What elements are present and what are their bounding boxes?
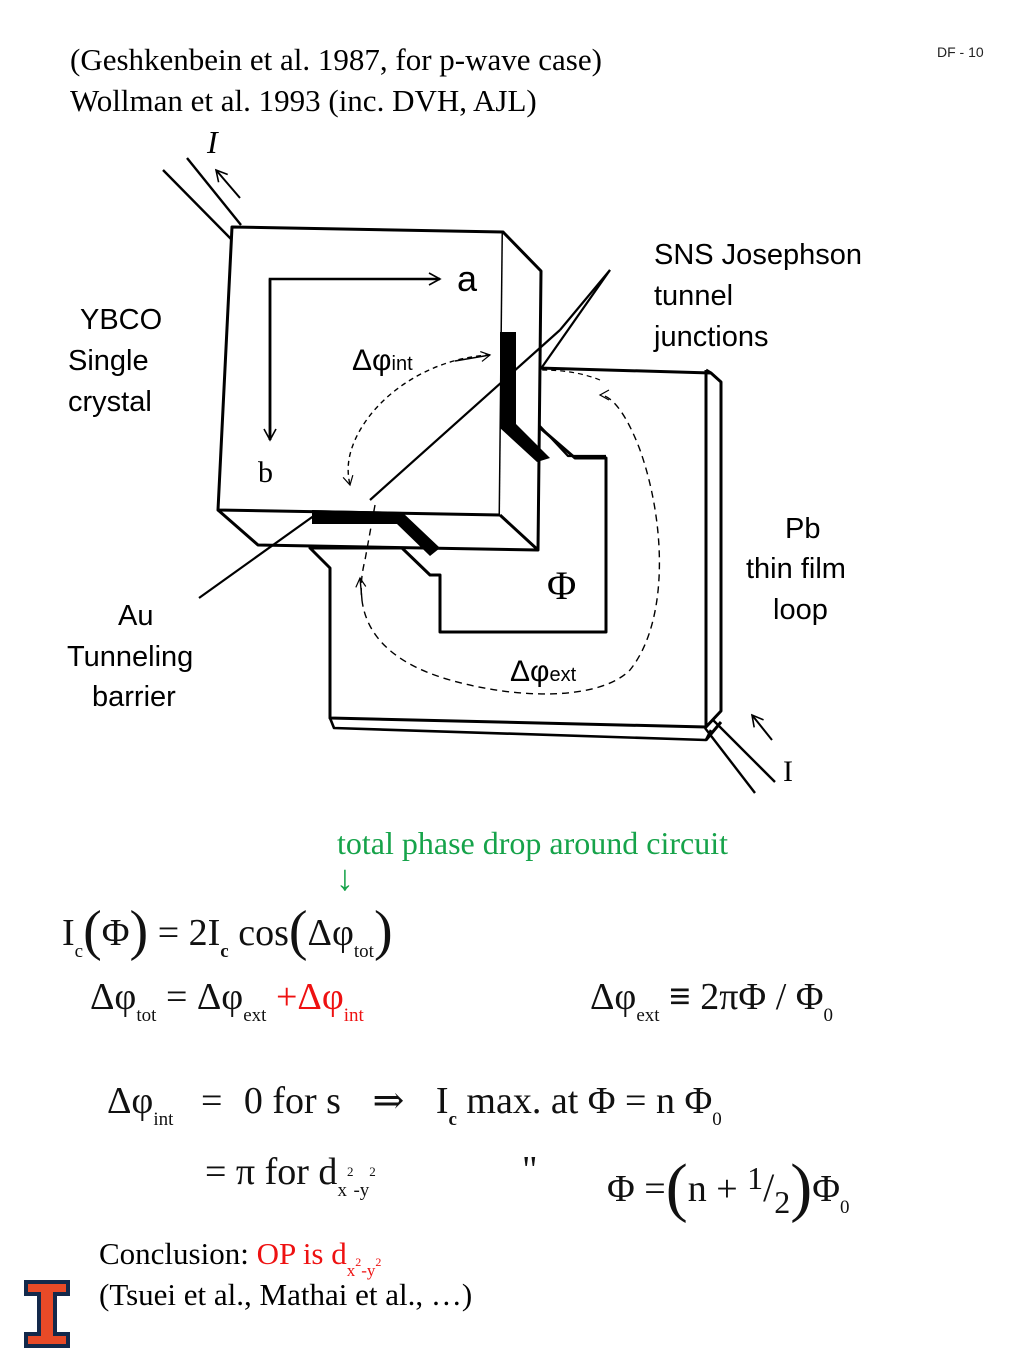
annotation-arrow: ↓: [336, 858, 354, 898]
lead-wire-bottom: [704, 719, 776, 794]
equation-half-flux: Φ =(n + 1/2)Φ0: [607, 1151, 850, 1224]
dphi-int-label: Δφint: [352, 344, 413, 377]
annotation-text: total phase drop around circuit: [337, 825, 728, 861]
sns-label-line-1: SNS Josephson: [654, 239, 862, 271]
dphi-ext-label: Δφext: [510, 655, 577, 688]
au-label-line-2: Tunneling: [67, 641, 194, 673]
junction-diagram: [162, 157, 776, 794]
sns-junction-bars: [312, 332, 550, 556]
dphi-ext-loop: [360, 389, 661, 695]
ybco-label-line-2: Single: [68, 345, 149, 377]
au-label-line-1: Au: [118, 600, 154, 632]
pb-label-line-3: loop: [773, 594, 828, 626]
pb-label-line-2: thin film: [746, 553, 846, 585]
equation-critical-current: Ic(Φ) = 2Ic cos(Δφtot): [62, 900, 393, 962]
current-label-bottom: I: [783, 755, 793, 788]
leader-lines: [198, 269, 611, 599]
equation-total-phase: Δφtot = Δφext +Δφint: [90, 976, 364, 1026]
axis-a-label: a: [457, 258, 478, 299]
equation-external-phase: Δφext ≡ 2πΦ / Φ0: [590, 976, 834, 1026]
axis-b-label: b: [258, 456, 273, 489]
lead-wire-top: [162, 157, 242, 241]
au-label-line-3: barrier: [92, 681, 176, 713]
sns-label-line-3: junctions: [654, 321, 769, 353]
reference-line-2: Wollman et al. 1993 (inc. DVH, AJL): [70, 83, 537, 118]
illinois-logo-icon: [24, 1280, 70, 1348]
slide-number: DF - 10: [937, 44, 984, 60]
dphi-int-arc: [342, 354, 491, 487]
ybco-crystal: [216, 225, 543, 552]
current-arrow-top: [214, 168, 241, 199]
conclusion-line: Conclusion: OP is dx2-y2: [99, 1236, 382, 1280]
ybco-label-line-3: crystal: [68, 386, 152, 418]
reference-line-1: (Geshkenbein et al. 1987, for p-wave cas…: [70, 42, 602, 77]
ditto-mark: ": [522, 1149, 538, 1191]
equation-d-wave: = π for dx2-y2: [205, 1151, 376, 1201]
equation-s-wave: Δφint = 0 for s ⇒ Ic max. at Φ = n Φ0: [107, 1080, 722, 1130]
flux-label: Φ: [547, 563, 577, 608]
current-label-top: I: [207, 124, 218, 160]
current-arrow-bottom: [750, 713, 773, 741]
sns-label-line-2: tunnel: [654, 280, 734, 312]
ybco-label-line-1: YBCO: [80, 304, 163, 336]
conclusion-references: (Tsuei et al., Mathai et al., …): [99, 1277, 473, 1312]
pb-label-line-1: Pb: [785, 513, 821, 545]
